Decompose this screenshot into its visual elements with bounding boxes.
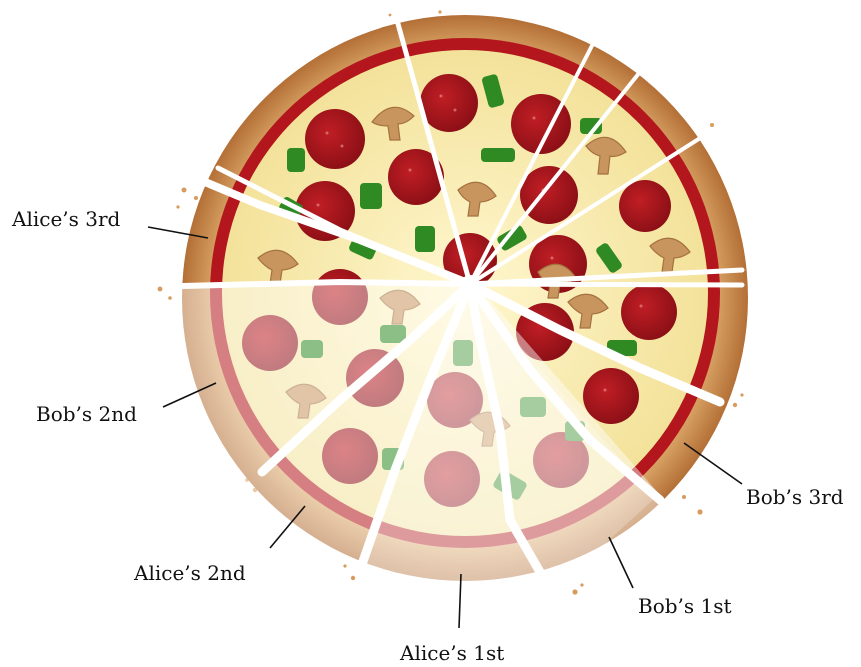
label-bob-2nd: Bob’s 2nd	[36, 402, 137, 426]
pepperoni-icon	[420, 74, 478, 132]
pepperoni-icon	[621, 284, 677, 340]
green-pepper-icon	[415, 226, 435, 252]
green-pepper-icon	[360, 183, 382, 209]
green-pepper-icon	[287, 148, 305, 172]
label-alice-2nd: Alice’s 2nd	[133, 561, 246, 585]
pepperoni-icon	[305, 109, 365, 169]
pepperoni-icon	[583, 368, 639, 424]
label-alice-3rd: Alice’s 3rd	[11, 207, 121, 231]
pepperoni-icon	[520, 166, 578, 224]
label-alice-1st: Alice’s 1st	[399, 641, 504, 665]
label-bob-3rd: Bob’s 3rd	[746, 485, 844, 509]
pepperoni-icon	[619, 180, 671, 232]
leader-bob-1st	[609, 537, 633, 588]
pizza	[158, 8, 755, 595]
label-bob-1st: Bob’s 1st	[638, 594, 732, 618]
green-pepper-icon	[481, 148, 515, 162]
